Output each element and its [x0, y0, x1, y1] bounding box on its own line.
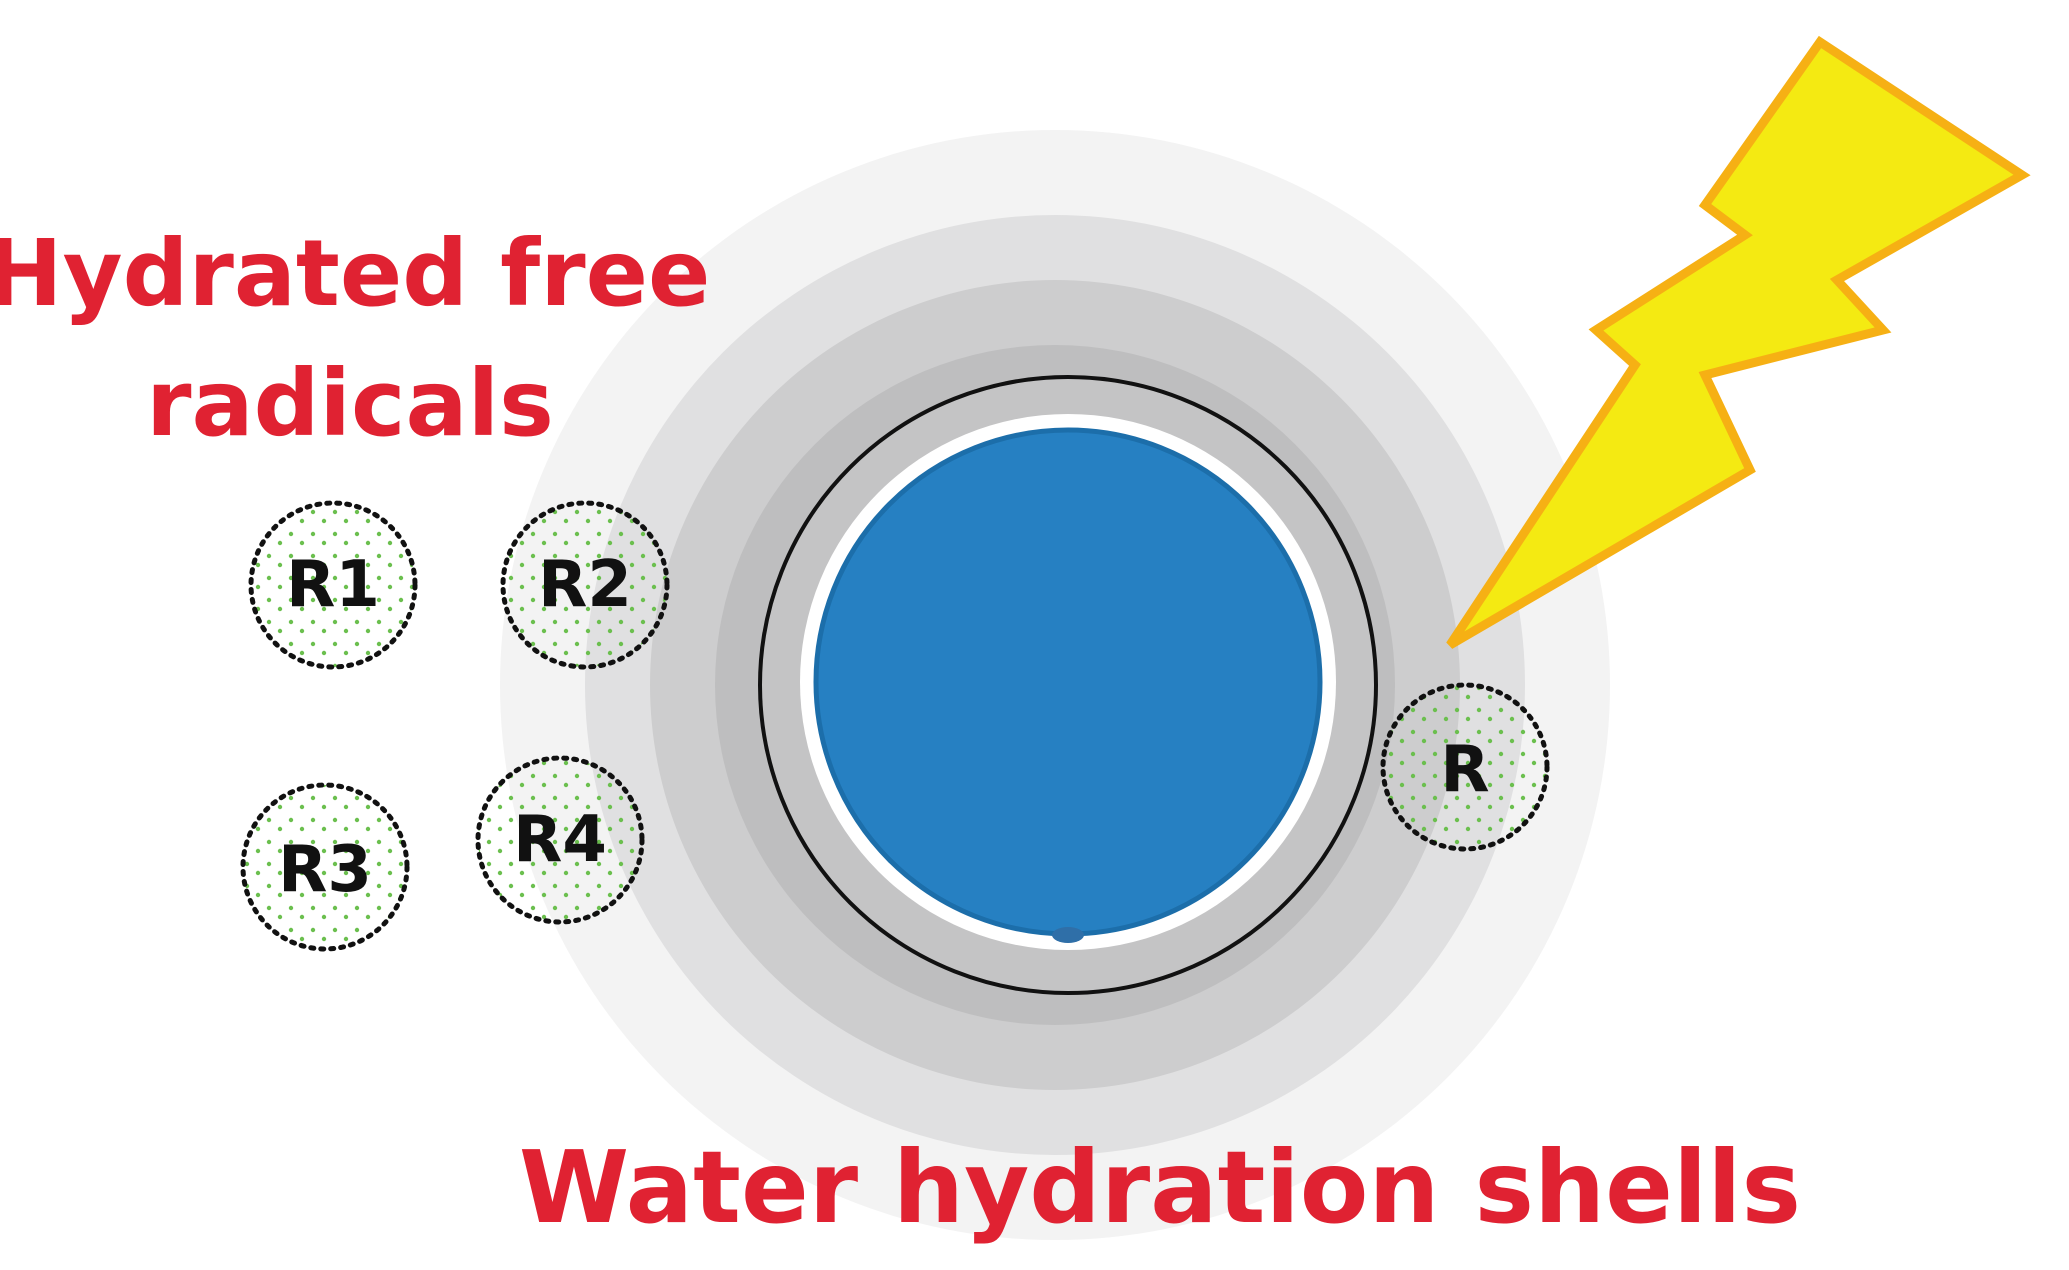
- radical-r3: R3: [240, 782, 410, 952]
- particle-core-drip: [1052, 927, 1084, 943]
- radical-r2: R2: [500, 500, 670, 670]
- free-radicals: R1 R2 R3 R4 R: [240, 500, 1550, 952]
- lightning-bolt-icon: [1446, 35, 2031, 649]
- radical-r4: R4: [475, 755, 645, 925]
- radical-r: R: [1380, 682, 1550, 852]
- radical-label: R3: [278, 833, 372, 907]
- radical-label: R1: [286, 548, 380, 622]
- radical-label: R4: [513, 803, 607, 877]
- radical-label: R: [1440, 733, 1489, 807]
- water-hydration-shells-label: Water hydration shells: [519, 1129, 1801, 1246]
- hydrated-free-radicals-label: Hydrated free: [0, 220, 710, 327]
- hydrated-free-radicals-label-line2: radicals: [146, 350, 554, 457]
- radical-r1: R1: [248, 500, 418, 670]
- particle-core: [813, 427, 1323, 937]
- water-hydration-shells: [500, 130, 1610, 1240]
- radical-label: R2: [538, 548, 632, 622]
